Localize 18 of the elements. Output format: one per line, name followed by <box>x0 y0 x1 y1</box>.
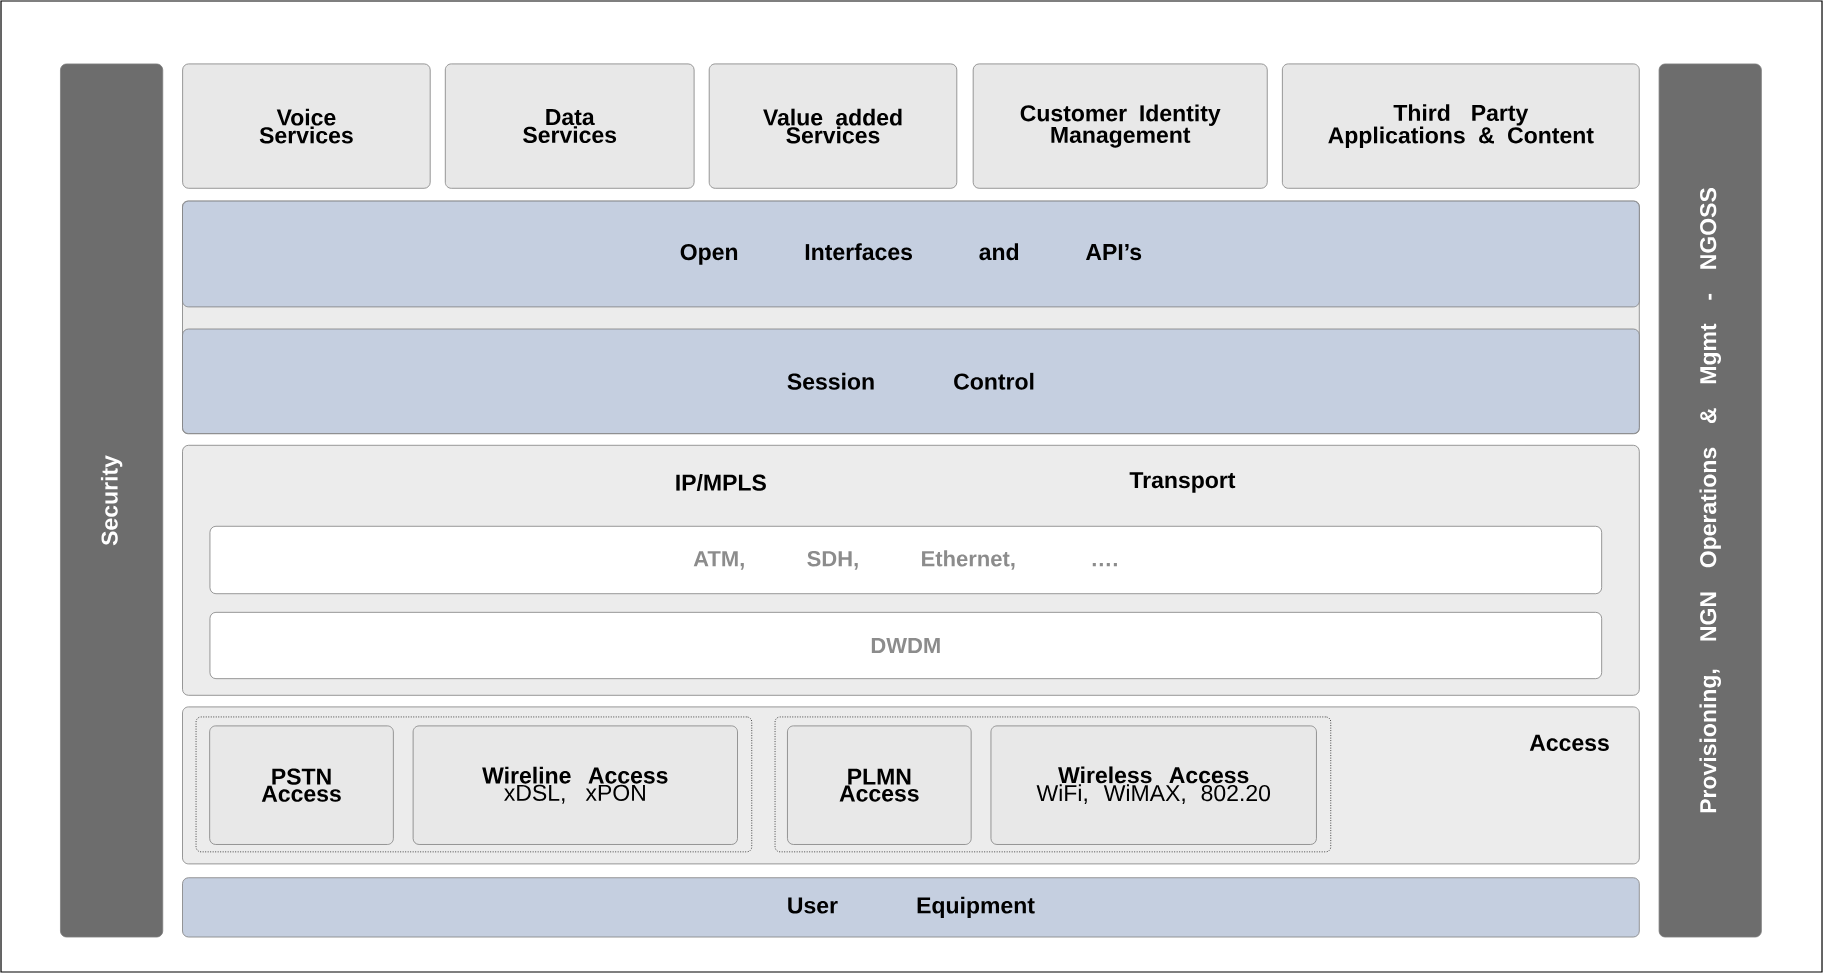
dotted-group-outline <box>195 716 753 853</box>
access-box: PLMN Access <box>787 725 972 845</box>
side-bar: Provisioning, NGN Operations & Mgmt - NGOSS <box>1658 63 1762 938</box>
access-box: PSTN Access <box>209 725 394 845</box>
service-box: Customer Identity Management <box>972 63 1268 189</box>
layer-band: User Equipment <box>182 877 1640 938</box>
service-box: Third Party Applications & Content <box>1281 63 1640 189</box>
sublayer-box: DWDM <box>209 611 1603 680</box>
access-box: Wireless Access WiFi, WiMAX, 802.20 <box>990 725 1317 845</box>
sublayer-box: ATM, SDH, Ethernet, …. <box>209 525 1603 595</box>
side-bar: Security <box>60 63 164 938</box>
layer-band: Open Interfaces and API’s <box>182 200 1640 308</box>
service-box: Data Services <box>444 63 695 189</box>
dotted-group-outline <box>774 716 1332 853</box>
access-box: Wireline Access xDSL, xPON <box>412 725 738 845</box>
service-box: Voice Services <box>182 63 431 189</box>
service-box: Value added Services <box>708 63 958 189</box>
layer-band: Session Control <box>182 328 1640 434</box>
